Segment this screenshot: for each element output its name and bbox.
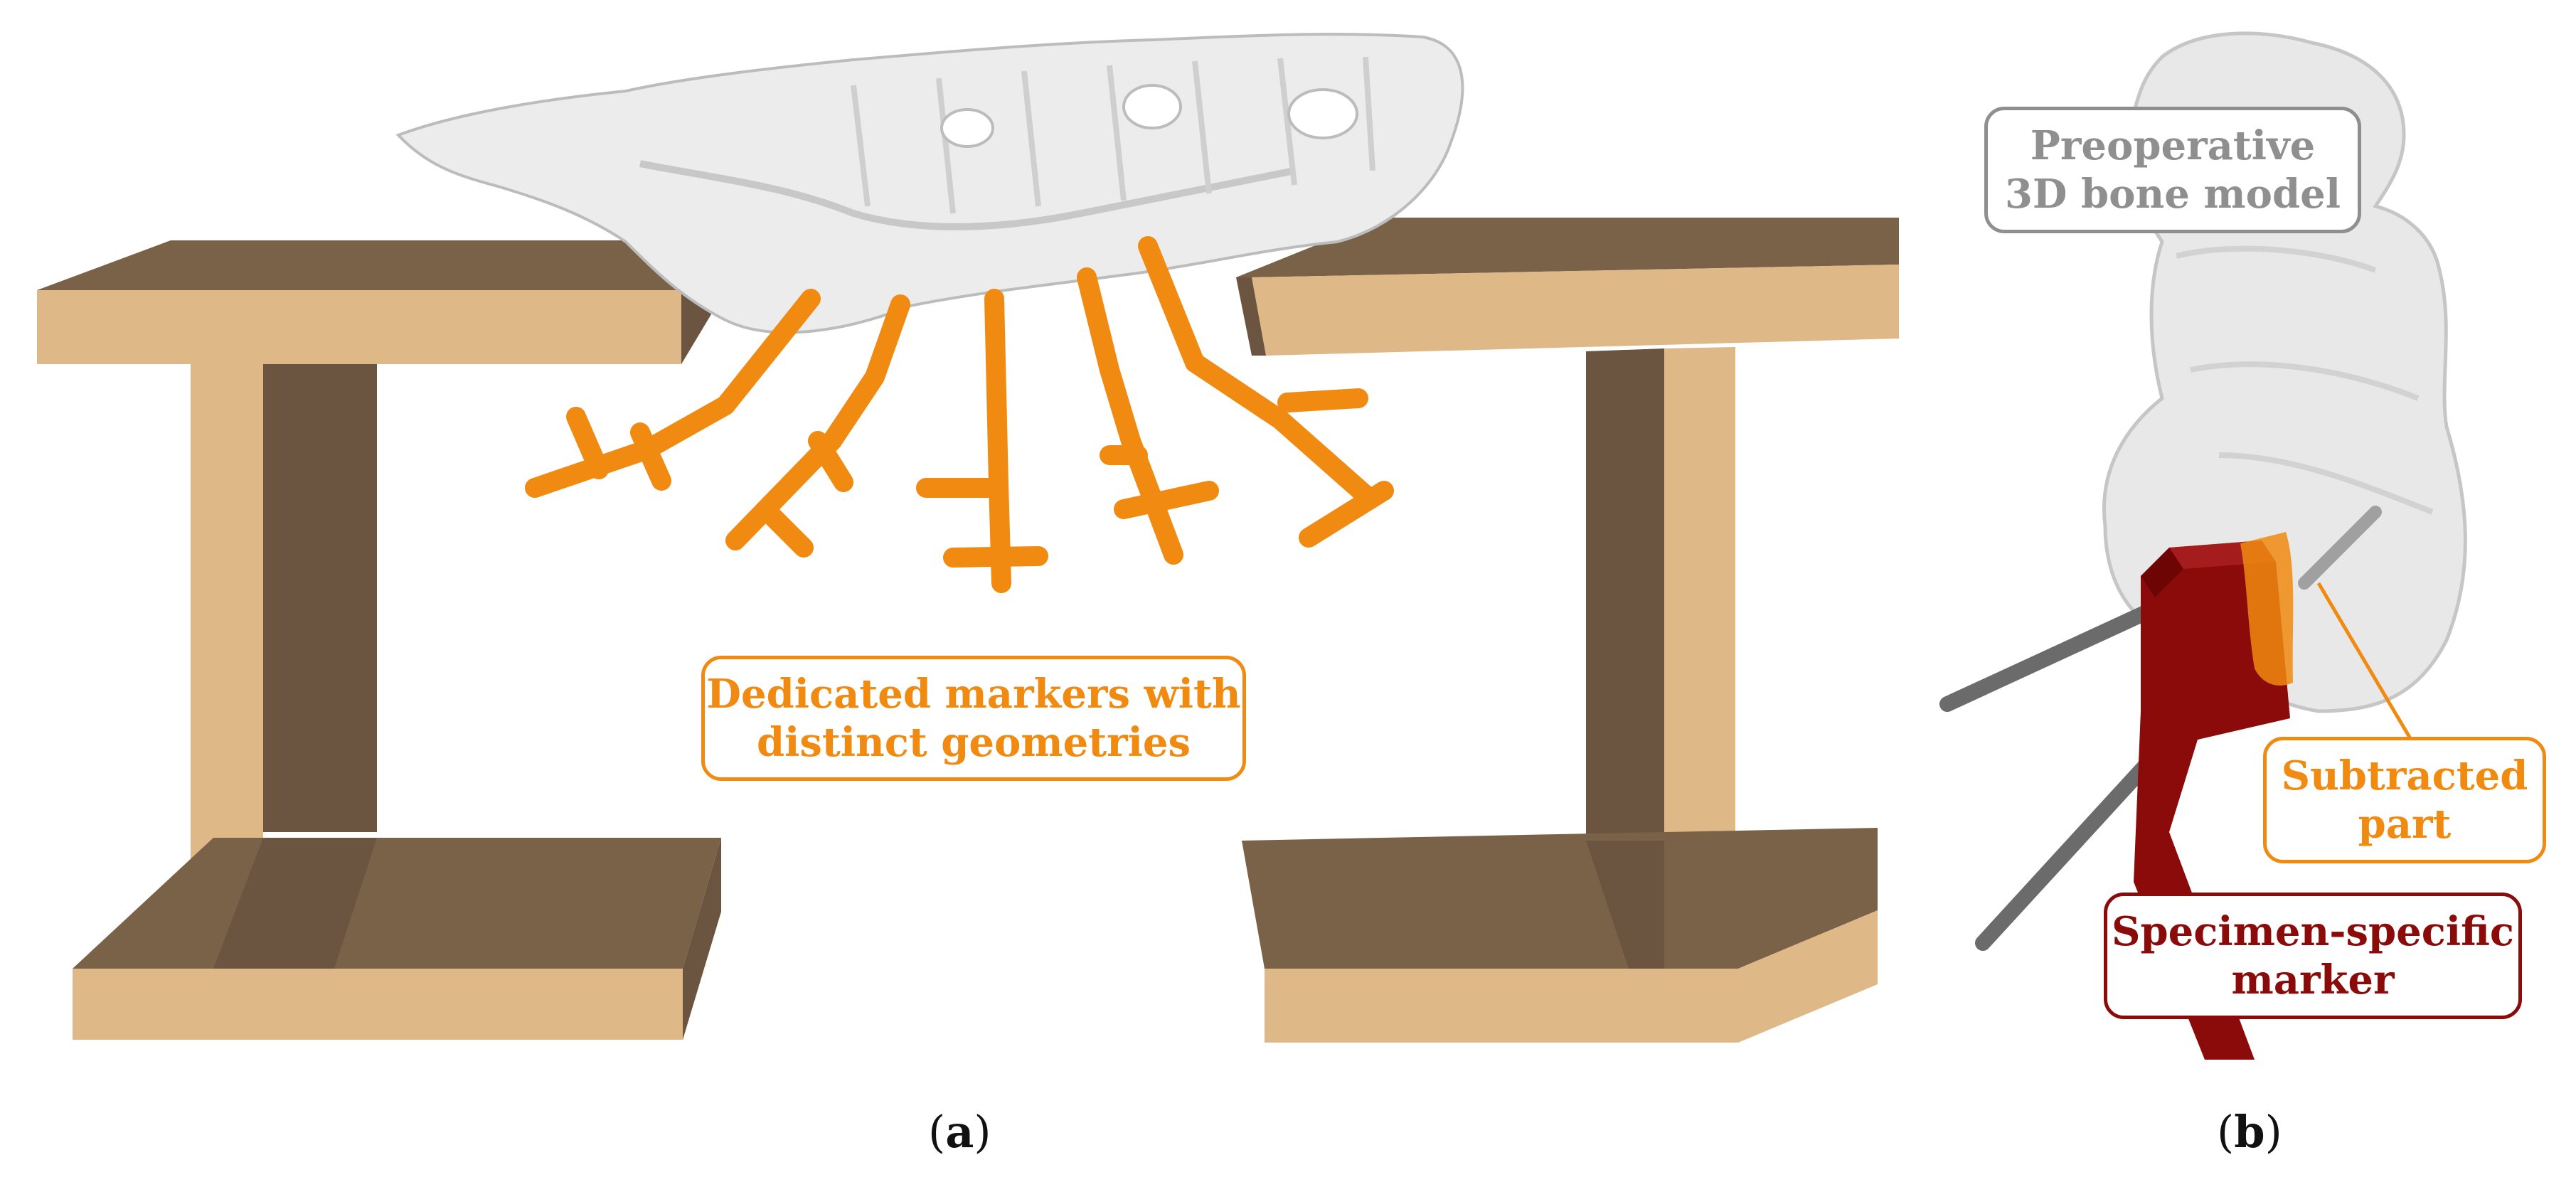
marker-3 — [916, 289, 1048, 593]
callout-sub-line1: Subtracted — [2281, 752, 2528, 799]
callout-markers-line1: Dedicated markers with — [706, 670, 1241, 718]
callout-bone-line2: 3D bone model — [2004, 171, 2341, 218]
specimen-marker-callout: Specimen-specific marker — [2104, 893, 2522, 1019]
callout-bone-line1: Preoperative — [2030, 122, 2316, 169]
caption-b-open: ( — [2217, 1106, 2235, 1158]
caption-b-letter: b — [2234, 1106, 2265, 1158]
dedicated-markers-callout: Dedicated markers with distinct geometri… — [701, 656, 1246, 781]
caption-a-close: ) — [974, 1106, 991, 1158]
caption-b-close: ) — [2264, 1106, 2282, 1158]
gray-pins — [1939, 506, 2382, 951]
bone-model-callout: Preoperative 3D bone model — [1984, 107, 2361, 233]
marker-2 — [725, 294, 910, 558]
subtracted-part — [2240, 532, 2294, 686]
caption-a-open: ( — [928, 1106, 946, 1158]
callout-spec-line2: marker — [2231, 957, 2395, 1003]
caption-b: (b) — [2217, 1106, 2282, 1158]
dedicated-markers — [525, 236, 1394, 593]
marker-4 — [1077, 267, 1219, 565]
marker-1 — [525, 289, 821, 498]
callout-markers-line2: distinct geometries — [756, 719, 1191, 766]
callout-spec-line1: Specimen-specific — [2112, 907, 2514, 955]
caption-a: (a) — [928, 1106, 991, 1158]
spine-bone-model — [395, 33, 1464, 334]
caption-a-letter: a — [945, 1106, 974, 1158]
left-frame-support — [37, 240, 721, 1040]
right-frame-support — [1236, 218, 1899, 1043]
leader-lines — [2316, 582, 2413, 741]
panel-a — [37, 33, 1899, 1043]
marker-5 — [1138, 236, 1394, 548]
callout-sub-line2: part — [2358, 801, 2452, 848]
subtracted-part-callout: Subtracted part — [2263, 737, 2546, 863]
